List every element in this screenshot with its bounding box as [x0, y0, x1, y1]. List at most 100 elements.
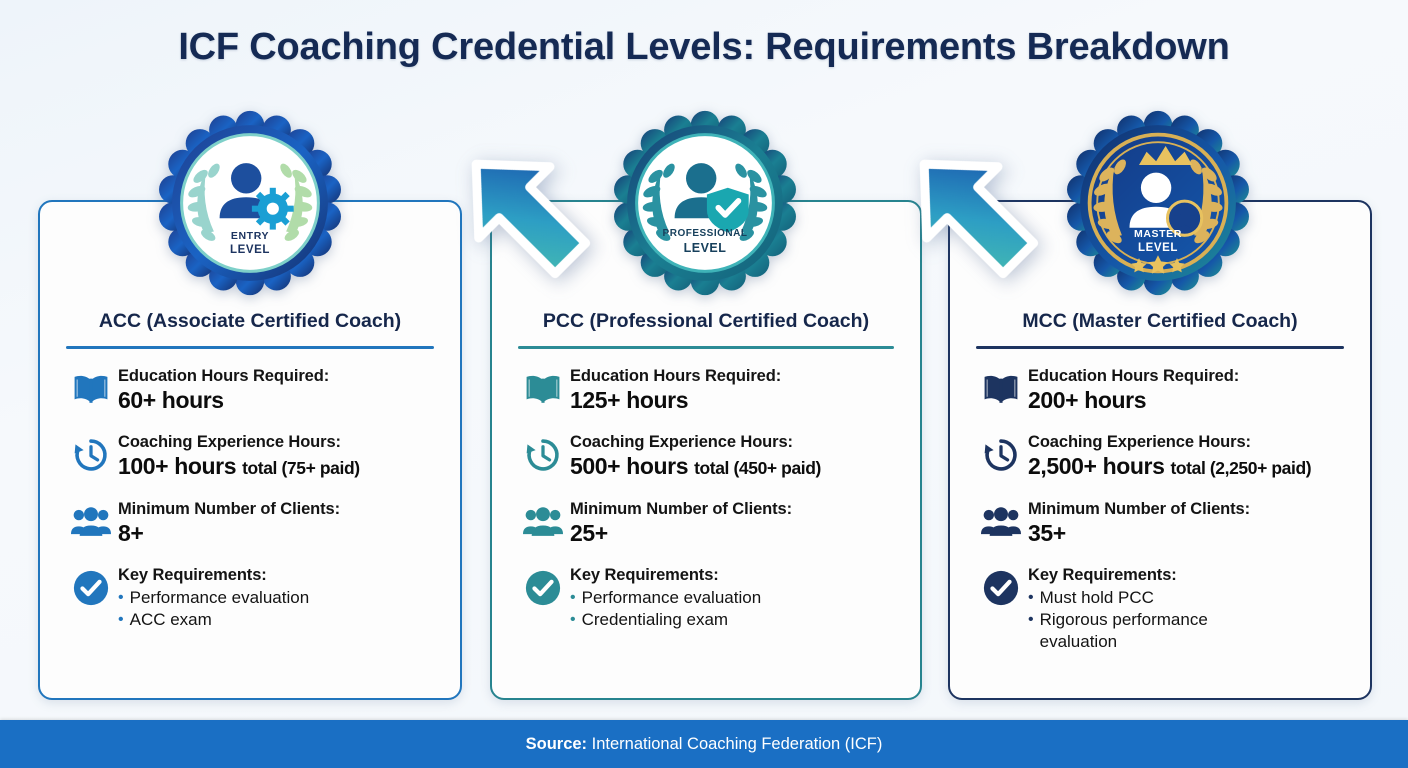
requirement-row-body: Education Hours Required:60+ hours [118, 364, 329, 414]
card-rows-mcc: Education Hours Required: 200+ hours Coac… [974, 364, 1352, 669]
requirement-row-body: Key Requirements: • Performance evaluation… [570, 563, 761, 631]
row-bullets: • Performance evaluation • ACC exam [118, 587, 309, 631]
credential-card-pcc: PCC (Professional Certified Coach) Educa… [490, 200, 922, 700]
master-level-badge-icon [1067, 110, 1249, 296]
requirement-row: Minimum Number of Clients:35+ [974, 497, 1352, 547]
card-divider-mcc [976, 346, 1344, 349]
row-label: Minimum Number of Clients: [1028, 499, 1250, 518]
clock-icon [64, 430, 118, 476]
footer-source-text: Source: International Coaching Federatio… [526, 735, 883, 754]
footer-source-value: International Coaching Federation (ICF) [591, 734, 883, 753]
row-label: Education Hours Required: [570, 367, 782, 385]
row-value-sub: total (2,250+ paid) [1170, 458, 1312, 479]
row-label: Coaching Experience Hours: [118, 433, 341, 452]
people-icon [64, 497, 118, 543]
check-circle-icon [974, 563, 1028, 609]
card-rows-acc: Education Hours Required:60+ hours Coach… [64, 364, 442, 647]
arrow-up-right-icon [919, 159, 1039, 279]
bullet-dot-icon: • [118, 588, 124, 606]
row-value: 8+ [118, 519, 144, 546]
list-item: • ACC exam [118, 609, 309, 631]
row-value: 125+ hours [570, 387, 689, 414]
footer-source-prefix: Source: [525, 734, 588, 753]
people-icon [516, 497, 570, 543]
bullet-text: ACC exam [129, 609, 212, 629]
people-icon [523, 506, 563, 536]
row-value: 100+ hours total (75+ paid) [118, 453, 360, 480]
bullet-dot-icon: • [570, 588, 576, 606]
requirement-row: Key Requirements: • Performance evaluation… [516, 563, 902, 631]
row-label: Key Requirements: [570, 565, 719, 584]
row-value-sub: total (75+ paid) [242, 458, 360, 479]
requirement-row: Key Requirements: • Performance evaluation… [64, 563, 442, 631]
check-circle-icon [516, 563, 570, 609]
requirement-row-body: Coaching Experience Hours:100+ hours tot… [118, 430, 360, 480]
row-value: 2,500+ hours total (2,250+ paid) [1028, 453, 1312, 480]
row-label: Minimum Number of Clients: [570, 499, 792, 518]
requirement-row: Minimum Number of Clients:8+ [64, 497, 442, 547]
check-circle-icon [983, 570, 1019, 605]
requirement-row-body: Minimum Number of Clients:8+ [118, 497, 340, 547]
bullet-text: Credentialing exam [581, 609, 729, 629]
requirement-row-body: Education Hours Required: 200+ hours [1028, 364, 1239, 414]
page-title: ICF Coaching Credential Levels: Requirem… [178, 26, 1230, 68]
clock-icon [74, 439, 107, 471]
list-item: •Must hold PCC [1028, 587, 1290, 609]
row-value: 60+ hours [118, 387, 224, 414]
requirement-row-body: Minimum Number of Clients:35+ [1028, 497, 1250, 547]
list-item: • Performance evaluation [570, 587, 761, 609]
master-level-badge: MASTER LEVEL [1063, 108, 1253, 298]
row-label: Key Requirements: [1028, 565, 1177, 584]
requirement-row-body: Coaching Experience Hours:2,500+ hours t… [1028, 430, 1312, 480]
card-title-mcc: MCC (Master Certified Coach) [1022, 310, 1298, 332]
book-icon [984, 375, 1018, 403]
row-value: 500+ hours total (450+ paid) [570, 453, 821, 480]
requirement-row: Education Hours Required: 200+ hours [974, 364, 1352, 414]
row-label: Minimum Number of Clients: [118, 499, 340, 518]
footer-bar: Source: International Coaching Federatio… [0, 720, 1408, 768]
clock-icon [526, 439, 559, 471]
bullet-text: Must hold PCC [1039, 587, 1154, 607]
card-divider-pcc [518, 346, 894, 349]
bullet-dot-icon: • [1028, 610, 1034, 628]
people-icon [71, 506, 111, 536]
row-bullets: • Performance evaluation • Credentialing ex… [570, 587, 761, 631]
bullet-text: Performance evaluation [129, 587, 310, 607]
bullet-dot-icon: • [570, 610, 576, 628]
requirement-row: Minimum Number of Clients:25+ [516, 497, 902, 547]
requirement-row: Coaching Experience Hours:2,500+ hours t… [974, 430, 1352, 480]
check-circle-icon [73, 570, 109, 605]
entry-level-badge-icon [159, 110, 341, 296]
requirement-row: Key Requirements:•Must hold PCC•Rigorous… [974, 563, 1352, 653]
professional-level-badge-icon [614, 110, 796, 296]
card-divider-acc [66, 346, 434, 349]
bullet-dot-icon: • [118, 610, 124, 628]
row-bullets: •Must hold PCC•Rigorous performance eval… [1028, 587, 1290, 653]
arrow-up-right-icon [471, 159, 591, 279]
requirement-row-body: Key Requirements: • Performance evaluation… [118, 563, 309, 631]
clock-icon [516, 430, 570, 476]
book-icon [74, 375, 108, 403]
clock-icon [984, 439, 1017, 471]
list-item: • Performance evaluation [118, 587, 309, 609]
requirement-row: Education Hours Required: 125+ hours [516, 364, 902, 414]
entry-level-badge: ENTRY LEVEL [155, 108, 345, 298]
progression-arrow-acc-to-pcc [432, 120, 612, 300]
row-label: Education Hours Required: [1028, 367, 1240, 385]
book-icon [516, 364, 570, 410]
row-value: 200+ hours [1028, 387, 1147, 414]
row-label: Coaching Experience Hours: [1028, 433, 1251, 452]
card-rows-pcc: Education Hours Required: 125+ hours Coac… [516, 364, 902, 647]
professional-level-badge: PROFESSIONAL LEVEL [610, 108, 800, 298]
requirement-row: Coaching Experience Hours:500+ hours tot… [516, 430, 902, 480]
row-value: 35+ [1028, 519, 1066, 546]
people-icon [981, 506, 1021, 536]
requirement-row-body: Minimum Number of Clients:25+ [570, 497, 792, 547]
people-icon [974, 497, 1028, 543]
list-item: • Credentialing exam [570, 609, 761, 631]
card-title-pcc: PCC (Professional Certified Coach) [542, 310, 870, 332]
row-label: Key Requirements: [118, 565, 267, 584]
requirement-row-body: Education Hours Required: 125+ hours [570, 364, 781, 414]
bullet-text: Performance evaluation [581, 587, 762, 607]
check-circle-icon [525, 570, 561, 605]
